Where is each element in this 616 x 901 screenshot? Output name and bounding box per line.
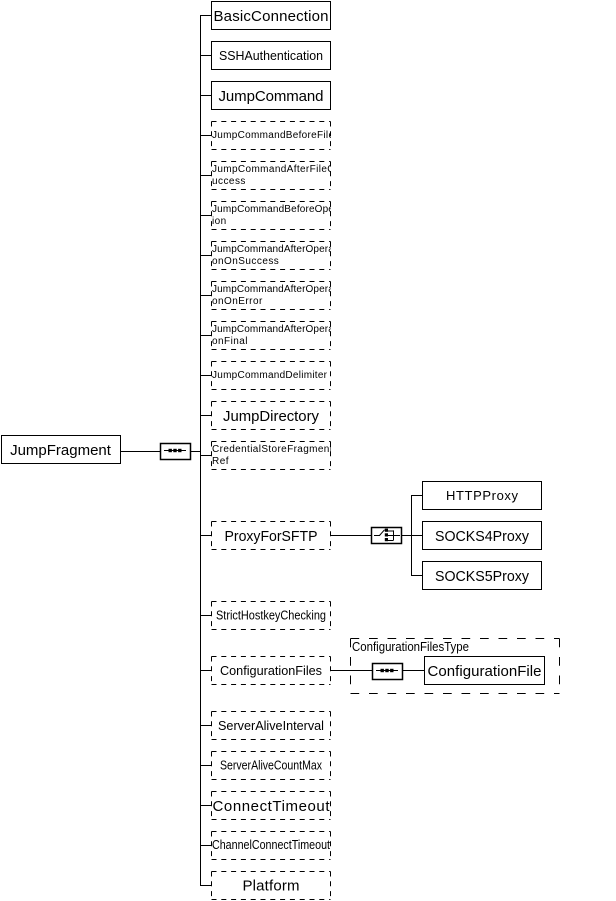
svg-text:ConnectTimeout: ConnectTimeout [213, 798, 331, 815]
svg-text:JumpCommandAfterOperati: JumpCommandAfterOperati [212, 324, 339, 335]
svg-text:JumpCommandAfterFileOnS: JumpCommandAfterFileOnS [212, 164, 348, 175]
svg-text:ChannelConnectTimeout: ChannelConnectTimeout [212, 837, 330, 852]
svg-text:SSHAuthentication: SSHAuthentication [219, 48, 323, 63]
svg-text:ConfigurationFiles: ConfigurationFiles [220, 663, 322, 678]
svg-text:ServerAliveInterval: ServerAliveInterval [218, 718, 324, 733]
svg-text:ServerAliveCountMax: ServerAliveCountMax [220, 758, 322, 773]
svg-text:BasicConnection: BasicConnection [214, 8, 329, 25]
svg-text:onOnError: onOnError [212, 296, 263, 307]
svg-text:SOCKS4Proxy: SOCKS4Proxy [435, 528, 529, 545]
svg-text:JumpCommand: JumpCommand [219, 88, 324, 105]
svg-text:onFinal: onFinal [212, 336, 248, 347]
svg-text:ConfigurationFile: ConfigurationFile [428, 663, 542, 680]
svg-text:Platform: Platform [243, 878, 300, 895]
svg-text:uccess: uccess [212, 176, 245, 187]
svg-text:JumpDirectory: JumpDirectory [223, 408, 319, 425]
svg-text:Ref: Ref [212, 456, 229, 467]
svg-text:SOCKS5Proxy: SOCKS5Proxy [435, 568, 529, 585]
svg-text:StrictHostkeyChecking: StrictHostkeyChecking [216, 608, 326, 623]
svg-text:CredentialStoreFragment: CredentialStoreFragment [212, 444, 333, 455]
svg-text:JumpCommandBeforeFile: JumpCommandBeforeFile [212, 130, 334, 141]
svg-text:JumpCommandAfterOperati: JumpCommandAfterOperati [212, 244, 339, 255]
svg-text:HTTPProxy: HTTPProxy [446, 488, 519, 503]
svg-text:JumpFragment: JumpFragment [10, 442, 112, 459]
svg-text:ConfigurationFilesType: ConfigurationFilesType [352, 639, 469, 654]
svg-text:ion: ion [212, 216, 226, 227]
svg-text:JumpCommandBeforeOperat: JumpCommandBeforeOperat [212, 204, 346, 215]
svg-text:ProxyForSFTP: ProxyForSFTP [225, 528, 318, 545]
svg-text:onOnSuccess: onOnSuccess [212, 256, 279, 267]
svg-text:JumpCommandAfterOperati: JumpCommandAfterOperati [212, 284, 339, 295]
svg-text:JumpCommandDelimiter: JumpCommandDelimiter [212, 370, 328, 381]
